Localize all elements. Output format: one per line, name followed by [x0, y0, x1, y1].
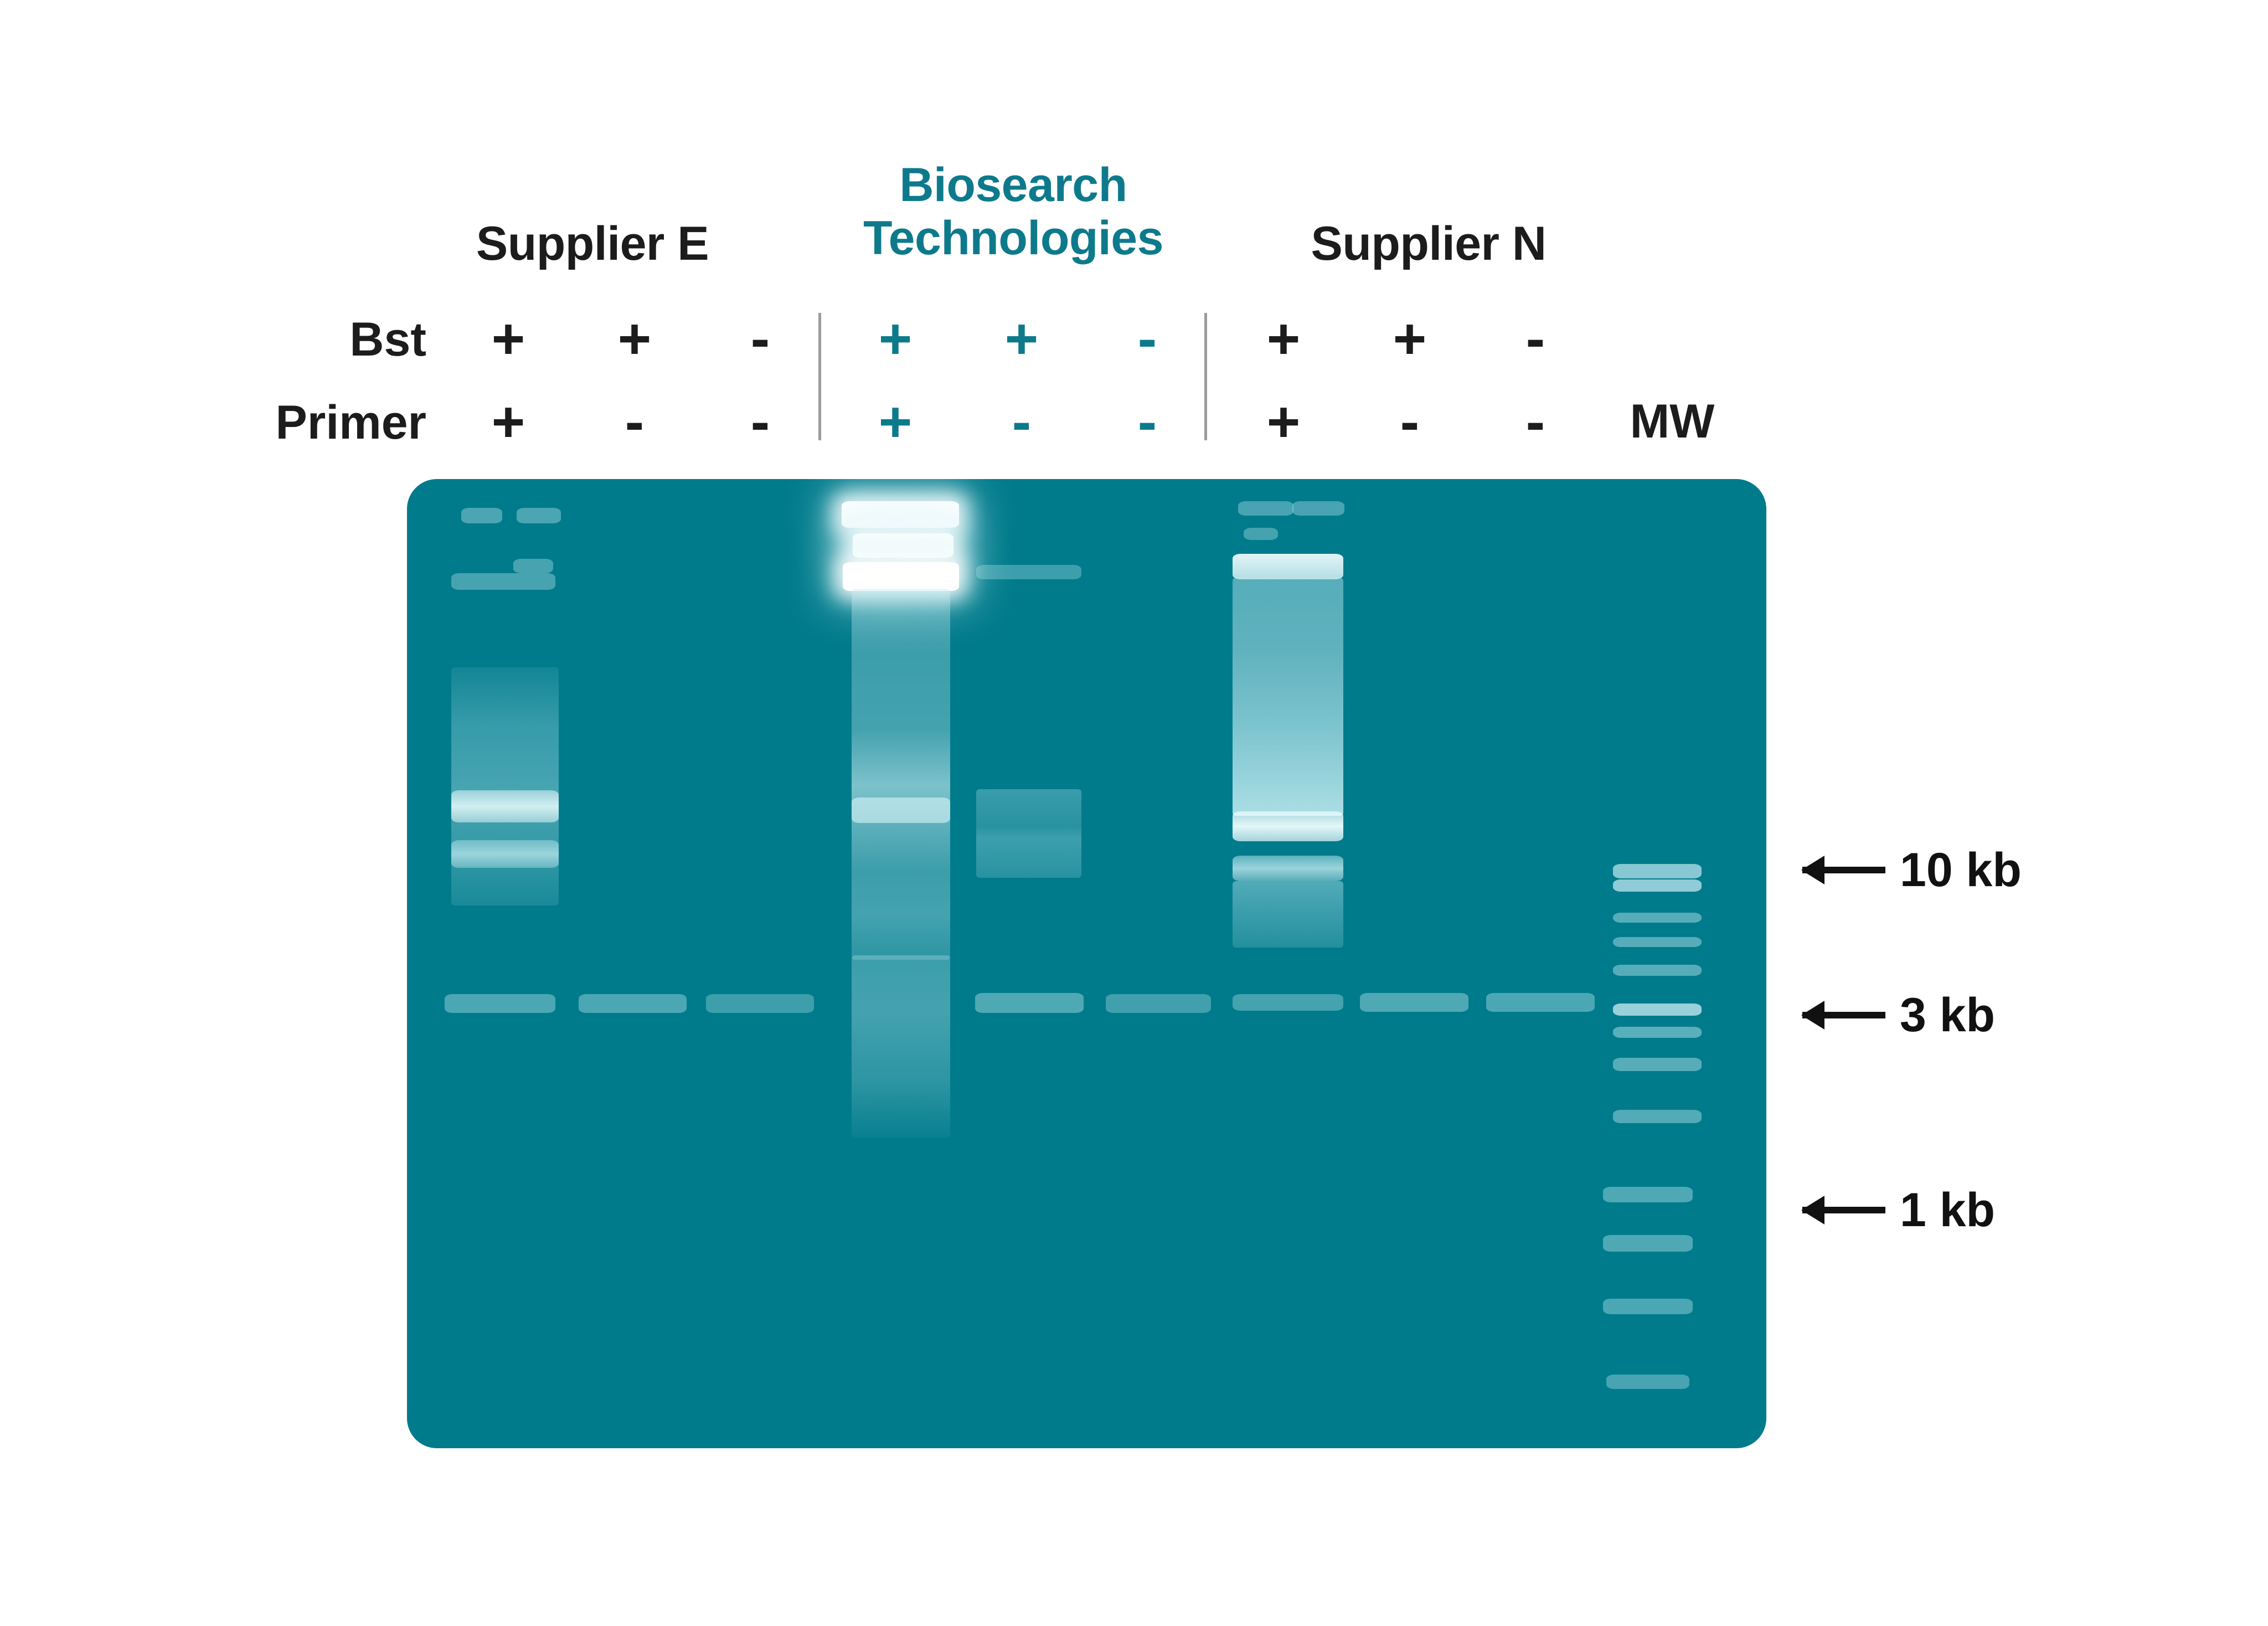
lane-1-smear	[451, 667, 559, 905]
group-divider-2	[1204, 313, 1207, 440]
bst-sign-lane-4: +	[878, 307, 913, 371]
ladder-band-1	[1613, 864, 1702, 878]
primer-sign-lane-2: -	[625, 390, 645, 454]
lane-8-band-3kb	[1360, 993, 1468, 1012]
lane-4-band-mid	[852, 797, 950, 823]
ladder-band-3	[1613, 913, 1702, 923]
lane-5-band-3kb	[975, 993, 1084, 1013]
gel-lane-8	[1360, 479, 1478, 1448]
bst-sign-lane-9: -	[1525, 307, 1545, 371]
row-label-bst: Bst	[349, 313, 426, 366]
primer-sign-lane-3: -	[750, 390, 770, 454]
lane-1-faint-band-lower	[451, 573, 555, 590]
lane-7-well-smudge-b	[1292, 501, 1344, 516]
lane-7-band-secondary	[1233, 856, 1343, 881]
lane-7-well-smudge-a	[1238, 501, 1293, 516]
bst-sign-lane-7: +	[1266, 307, 1301, 371]
gel-lane-2	[579, 479, 695, 1448]
lane-1-well-b	[517, 508, 561, 523]
group-title-biosearch: Biosearch Technologies	[863, 158, 1163, 265]
primer-sign-lane-7: +	[1266, 390, 1301, 454]
lane-1-well-a	[461, 508, 502, 523]
lane-4-well-2	[853, 533, 953, 558]
lane-7-band-10kb	[1233, 811, 1343, 841]
ladder-band-11	[1603, 1235, 1693, 1252]
ladder-band-12	[1603, 1299, 1693, 1314]
mw-marker-label-3kb: 3 kb	[1900, 989, 1996, 1042]
ladder-band-2	[1613, 879, 1702, 892]
lane-3-band-3kb	[706, 994, 814, 1013]
ladder-band-5	[1613, 965, 1702, 976]
lane-7-band-3kb	[1233, 994, 1343, 1011]
lane-5-well	[976, 565, 1081, 579]
lane-7-faint-band	[1244, 528, 1278, 540]
ladder-band-9	[1613, 1110, 1702, 1123]
gel-lane-5	[975, 479, 1099, 1448]
arrow-left-icon-10kb	[1802, 867, 1885, 873]
mw-column-label: MW	[1630, 395, 1715, 448]
gel-lane-3	[706, 479, 822, 1448]
primer-sign-lane-5: -	[1012, 390, 1032, 454]
bst-sign-lane-6: -	[1137, 307, 1157, 371]
bst-sign-lane-3: -	[750, 307, 770, 371]
lane-4-well-3	[843, 562, 959, 591]
ladder-band-8	[1613, 1058, 1702, 1071]
ladder-band-4	[1613, 937, 1702, 947]
mw-marker-10kb: 10 kb	[1802, 846, 2022, 894]
lane-1-band-secondary	[451, 840, 559, 868]
ladder-band-7	[1613, 1027, 1702, 1038]
gel-lane-6	[1106, 479, 1226, 1448]
gel-lane-mw-ladder	[1592, 479, 1714, 1448]
lane-7-well-bright	[1233, 554, 1343, 579]
arrow-left-icon-3kb	[1802, 1012, 1885, 1018]
gel-image	[407, 479, 1766, 1448]
mw-marker-3kb: 3 kb	[1802, 991, 1995, 1039]
lane-1-band-10kb	[451, 790, 559, 822]
mw-marker-label-1kb: 1 kb	[1900, 1184, 1996, 1237]
gel-lane-7	[1233, 479, 1351, 1448]
row-label-primer: Primer	[275, 396, 427, 449]
gel-lane-9	[1486, 479, 1605, 1448]
lane-5-smear-block	[976, 789, 1081, 878]
bst-sign-lane-2: +	[617, 307, 652, 371]
primer-sign-lane-8: -	[1400, 390, 1420, 454]
lane-4-well-1	[842, 501, 959, 528]
lane-7-smear	[1233, 578, 1343, 816]
lane-2-band-3kb	[579, 994, 687, 1013]
group-title-supplier-n: Supplier N	[1311, 217, 1547, 270]
lane-1-band-3kb	[445, 994, 555, 1013]
mw-marker-1kb: 1 kb	[1802, 1186, 1995, 1234]
primer-sign-lane-4: +	[878, 390, 913, 454]
primer-sign-lane-9: -	[1525, 390, 1545, 454]
ladder-band-13	[1606, 1375, 1689, 1389]
lane-7-smear-tail	[1233, 881, 1343, 948]
mw-marker-label-10kb: 10 kb	[1900, 843, 2022, 897]
gel-lane-4	[842, 479, 963, 1448]
group-divider-1	[818, 313, 821, 440]
lane-4-smear	[852, 589, 950, 960]
ladder-band-6	[1613, 1004, 1702, 1016]
gel-lane-1	[445, 479, 568, 1448]
bst-sign-lane-5: +	[1004, 307, 1039, 371]
lane-1-faint-band-upper	[513, 559, 553, 573]
arrow-left-icon-1kb	[1802, 1207, 1885, 1213]
lane-4-smear-tail	[852, 955, 950, 1138]
primer-sign-lane-6: -	[1137, 390, 1157, 454]
lane-9-band-3kb	[1486, 993, 1595, 1012]
bst-sign-lane-8: +	[1393, 307, 1427, 371]
ladder-band-10	[1603, 1187, 1693, 1202]
bst-sign-lane-1: +	[491, 307, 525, 371]
lane-6-band-3kb	[1106, 994, 1211, 1013]
group-title-supplier-e: Supplier E	[476, 217, 709, 270]
primer-sign-lane-1: +	[491, 390, 525, 454]
